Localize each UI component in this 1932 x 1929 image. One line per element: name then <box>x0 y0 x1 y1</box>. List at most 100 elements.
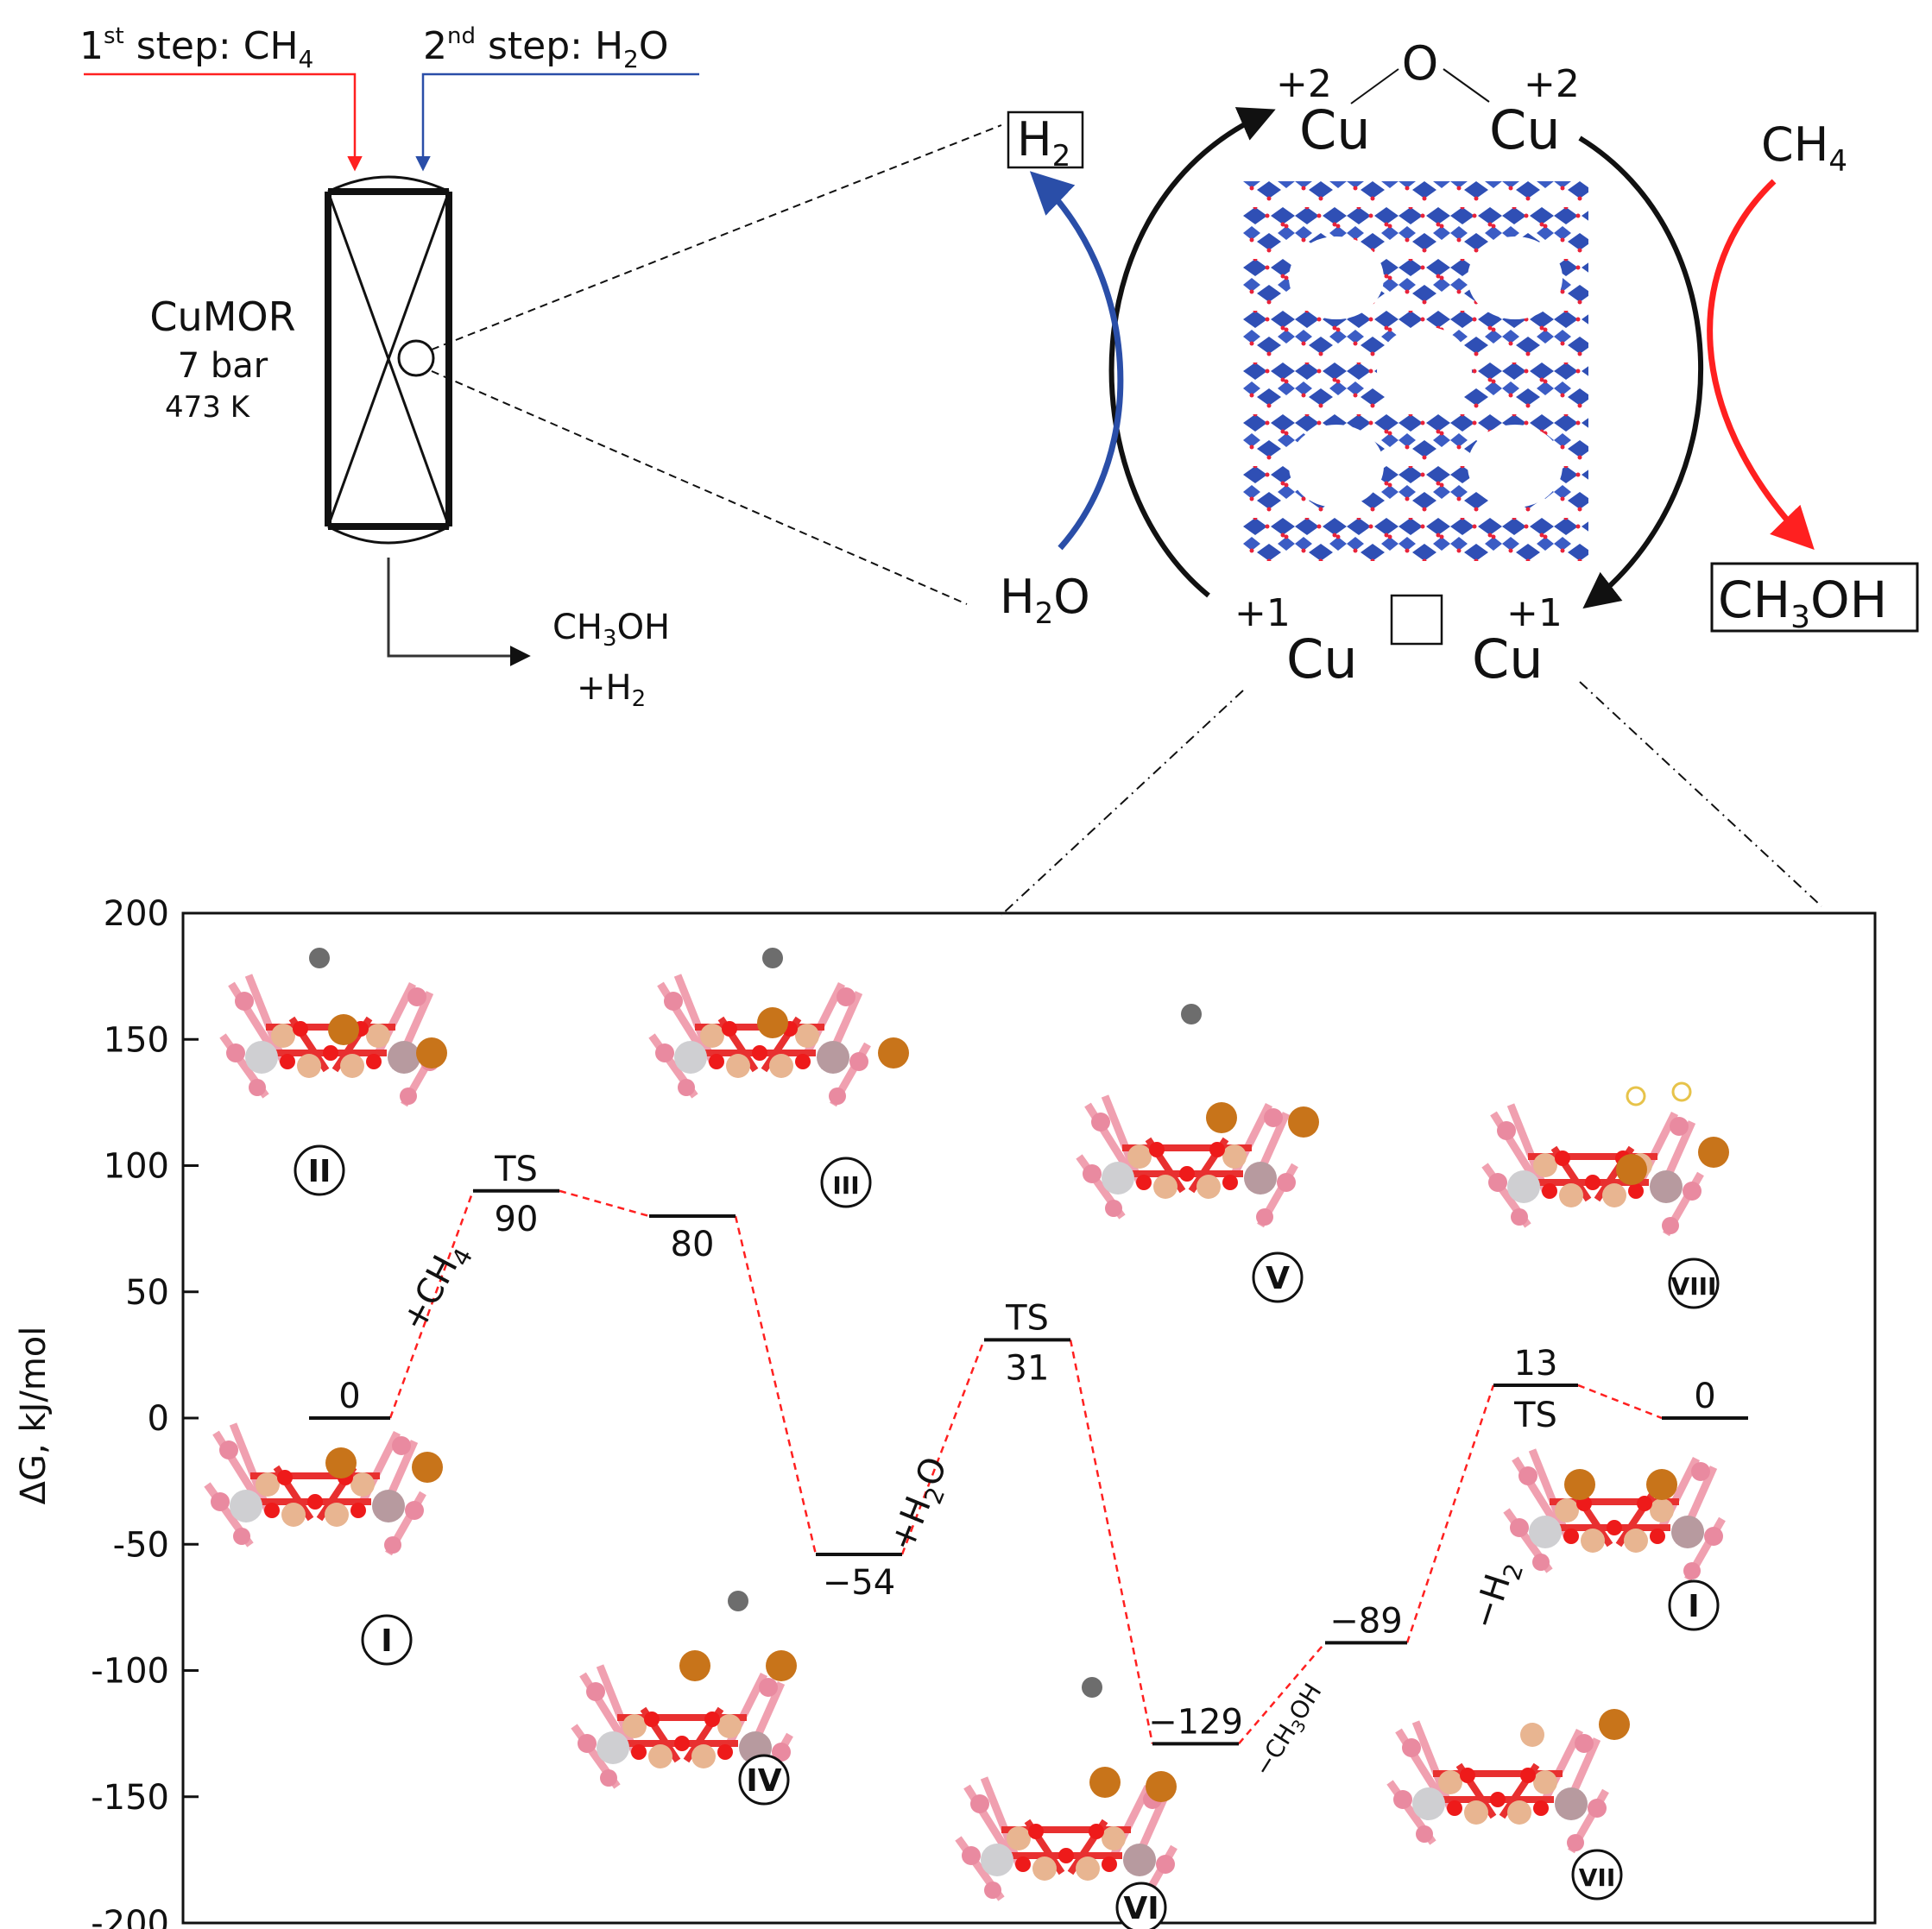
zoom-line-top <box>431 124 1002 350</box>
ch3oh-product-box <box>1710 562 1919 633</box>
structure-VII <box>1390 1709 1630 1851</box>
structure-V <box>1079 1004 1319 1226</box>
y-tick-label: -150 <box>91 1778 169 1818</box>
ox-state-left-top: +2 <box>1276 62 1332 106</box>
structure-I-right <box>1506 1450 1723 1579</box>
y-axis: 200 150 100 50 0 -50 -100 -150 -200 <box>91 894 199 1929</box>
ts-label: TS <box>1005 1298 1049 1338</box>
structure-III <box>652 948 909 1105</box>
outlet-line <box>387 558 531 666</box>
structure-label-circle <box>738 1754 790 1806</box>
connector-4 <box>900 1339 986 1555</box>
connector-2 <box>559 1189 650 1218</box>
ch3oh-product: CH3OH <box>1718 571 1887 635</box>
zoom-line-chart-right <box>1579 681 1822 907</box>
structure-label: VII <box>1579 1863 1616 1892</box>
step-label-h2: −H2 <box>1464 1554 1530 1636</box>
connector-6 <box>1238 1642 1326 1745</box>
energy-value-7: −89 <box>1329 1601 1402 1641</box>
energy-value-5: 31 <box>1006 1348 1050 1388</box>
catalyst-label: CuMOR <box>149 293 295 340</box>
structure-II <box>223 948 447 1105</box>
h2-product-box <box>1007 110 1084 169</box>
energy-value-4: −54 <box>823 1563 895 1603</box>
y-axis-label: ΔG, kJ/mol <box>14 1327 54 1505</box>
zeolite-framework <box>1243 181 1588 561</box>
ts-label: TS <box>1513 1396 1557 1435</box>
zoom-line-bottom <box>431 370 968 605</box>
energy-value-6: −129 <box>1148 1702 1243 1742</box>
pressure-label: 7 bar <box>178 346 268 386</box>
structure-label-circle <box>361 1614 413 1666</box>
structure-label-circle <box>1668 1258 1720 1309</box>
ts-label: TS <box>494 1150 538 1189</box>
energy-value-9: 0 <box>1694 1377 1715 1416</box>
y-tick-label: -100 <box>91 1652 169 1692</box>
methane-arrow <box>1707 179 1815 551</box>
connector-8 <box>1577 1384 1663 1420</box>
structure-label: VI <box>1123 1891 1159 1926</box>
structure-label-circle <box>1571 1849 1623 1901</box>
energy-value-2: 90 <box>495 1200 539 1239</box>
y-tick-label: 150 <box>104 1020 169 1060</box>
structure-I-left <box>207 1424 443 1554</box>
cycle-arc-right <box>1578 136 1703 609</box>
y-tick-label: 200 <box>104 894 169 934</box>
temperature-label: 473 K <box>165 390 251 425</box>
h2o-reactant: H2O <box>1000 570 1090 631</box>
step-label-h2o: +H2O <box>882 1452 961 1560</box>
zoom-circle <box>397 339 435 377</box>
cu-right-top: Cu <box>1489 98 1561 161</box>
ox-state-right-bottom: +1 <box>1506 591 1563 635</box>
oxygen-vacancy-box <box>1390 594 1443 646</box>
structure-label-circle <box>1252 1251 1304 1303</box>
structure-label: I <box>381 1623 392 1659</box>
energy-chart: 200 150 100 50 0 -50 -100 -150 -200 ΔG, kJ/mol I… <box>14 894 1877 1929</box>
structure-label-circle <box>820 1157 872 1208</box>
energy-value-3: 80 <box>671 1225 715 1264</box>
structure-VIII <box>1485 1081 1729 1234</box>
connectors <box>388 1189 1663 1745</box>
structure-VI <box>958 1677 1177 1907</box>
structure-IV <box>574 1591 797 1795</box>
product-label-1: CH3OH <box>552 608 670 652</box>
y-tick-label: 100 <box>104 1147 169 1187</box>
reactor-scheme: 1st step: CH4 2nd step: H2O CuMOR 7 bar … <box>79 23 1002 712</box>
catalytic-cycle: O +2 +2 Cu Cu +1 +1 Cu Cu H2 H2O CH4 CH3… <box>1000 36 1919 916</box>
step1-label: 1st step: CH4 <box>79 23 313 73</box>
h2-product: H2 <box>1017 112 1070 173</box>
structure-label-circle <box>1115 1882 1167 1929</box>
step2-label: 2nd step: H2O <box>423 23 669 73</box>
y-tick-label: 0 <box>148 1399 169 1439</box>
energy-value-1: 0 <box>338 1377 360 1416</box>
connector-3 <box>734 1215 818 1555</box>
reactor-vessel <box>325 175 452 545</box>
structure-label-circle <box>1668 1579 1720 1631</box>
cycle-arc-left <box>1108 107 1276 598</box>
ch4-reactant: CH4 <box>1761 117 1847 179</box>
structure-label: I <box>1688 1589 1699 1624</box>
structure-label: III <box>832 1171 859 1200</box>
y-tick-label: -200 <box>91 1904 169 1929</box>
step-label-ch3oh: −CH3OH <box>1248 1679 1330 1783</box>
cu-left-top: Cu <box>1299 98 1371 161</box>
cu-right-bottom: Cu <box>1472 627 1544 690</box>
step2-feed-line <box>415 72 699 172</box>
connector-7 <box>1405 1384 1495 1643</box>
y-tick-label: -50 <box>113 1525 169 1565</box>
ox-state-right-top: +2 <box>1524 62 1580 106</box>
y-tick-label: 50 <box>125 1273 169 1313</box>
structure-label-circle <box>294 1144 345 1196</box>
step-label-ch4: +CH4 <box>394 1236 478 1340</box>
bridge-oxygen: O <box>1402 36 1439 91</box>
ox-state-left-bottom: +1 <box>1234 591 1291 635</box>
step1-feed-line <box>84 72 363 172</box>
structure-label: VIII <box>1671 1272 1717 1301</box>
structure-label: V <box>1266 1261 1290 1296</box>
structure-label: IV <box>746 1763 781 1799</box>
structure-label: II <box>308 1154 331 1189</box>
zoom-line-chart-left <box>1001 690 1244 916</box>
